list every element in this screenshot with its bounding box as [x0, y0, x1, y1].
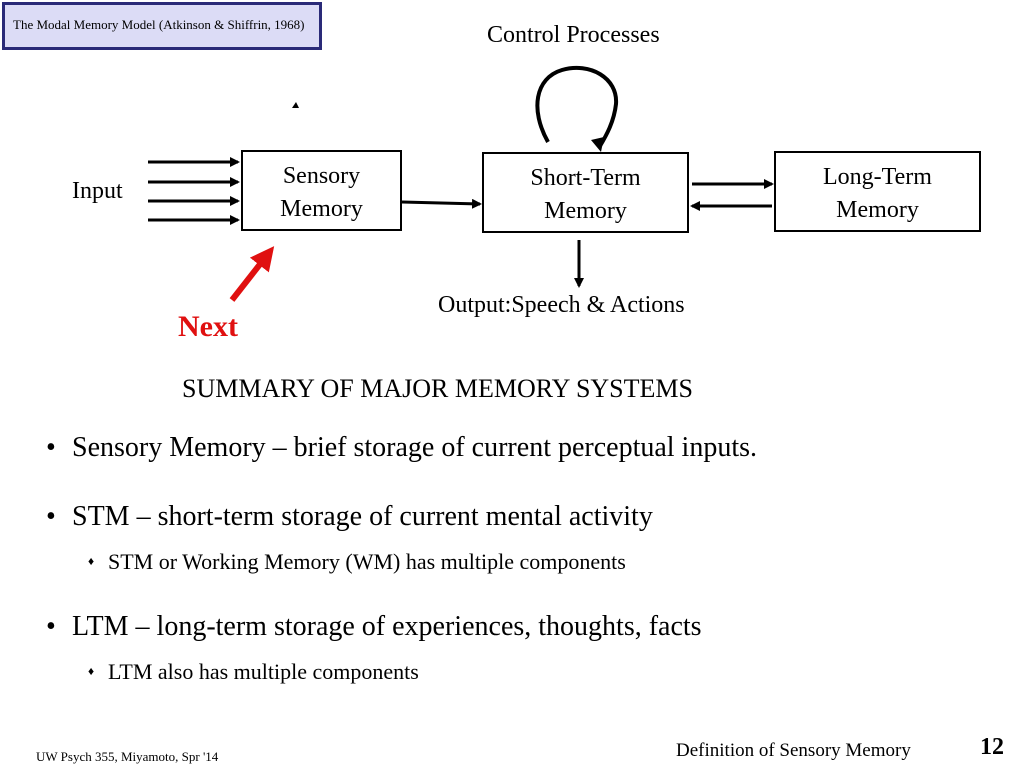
sensory-memory-line1: Sensory — [282, 163, 361, 189]
slide-title-box: The Modal Memory Model (Atkinson & Shiff… — [2, 2, 322, 50]
control-loop-arrow — [535, 65, 619, 148]
control-loop-arrowhead — [591, 137, 604, 152]
short-term-memory-box: Short-Term Memory — [482, 152, 689, 233]
page-number: 12 — [980, 734, 1004, 760]
ltm-line1: Long-Term — [823, 164, 932, 190]
bullet-marker: • — [46, 432, 56, 463]
long-term-memory-box: Long-Term Memory — [774, 151, 981, 232]
next-red-arrow — [229, 246, 275, 302]
sub-bullet-marker: ♦ — [88, 664, 95, 678]
footer-next-topic[interactable]: Definition of Sensory Memory — [676, 740, 911, 761]
bullet-text: STM – short-term storage of current ment… — [72, 501, 653, 532]
sensory-memory-line2: Memory — [280, 196, 363, 222]
control-processes-label: Control Processes — [487, 22, 660, 48]
sub-bullet-marker: ♦ — [88, 554, 95, 568]
slide-title: The Modal Memory Model (Atkinson & Shiff… — [13, 17, 305, 32]
next-label: Next — [178, 310, 238, 343]
ltm-line2: Memory — [836, 197, 919, 223]
bullet-text: Sensory Memory – brief storage of curren… — [72, 432, 758, 463]
bullet-text: LTM – long-term storage of experiences, … — [72, 611, 702, 642]
input-label: Input — [72, 178, 123, 204]
stm-line1: Short-Term — [530, 165, 641, 191]
sub-bullet-text: LTM also has multiple components — [108, 659, 419, 684]
stm-line2: Memory — [544, 198, 627, 224]
footer-course: UW Psych 355, Miyamoto, Spr '14 — [36, 749, 219, 764]
sensory-to-stm-arrow — [401, 198, 482, 209]
sub-bullet-text: STM or Working Memory (WM) has multiple … — [108, 549, 626, 574]
bullet-marker: • — [46, 611, 56, 642]
summary-title: SUMMARY OF MAJOR MEMORY SYSTEMS — [182, 374, 693, 403]
output-label: Output:Speech & Actions — [438, 292, 685, 318]
input-arrows — [148, 157, 240, 225]
bullet-marker: • — [46, 501, 56, 532]
sensory-memory-box: Sensory Memory — [241, 150, 402, 231]
small-triangle-marker — [292, 102, 299, 108]
